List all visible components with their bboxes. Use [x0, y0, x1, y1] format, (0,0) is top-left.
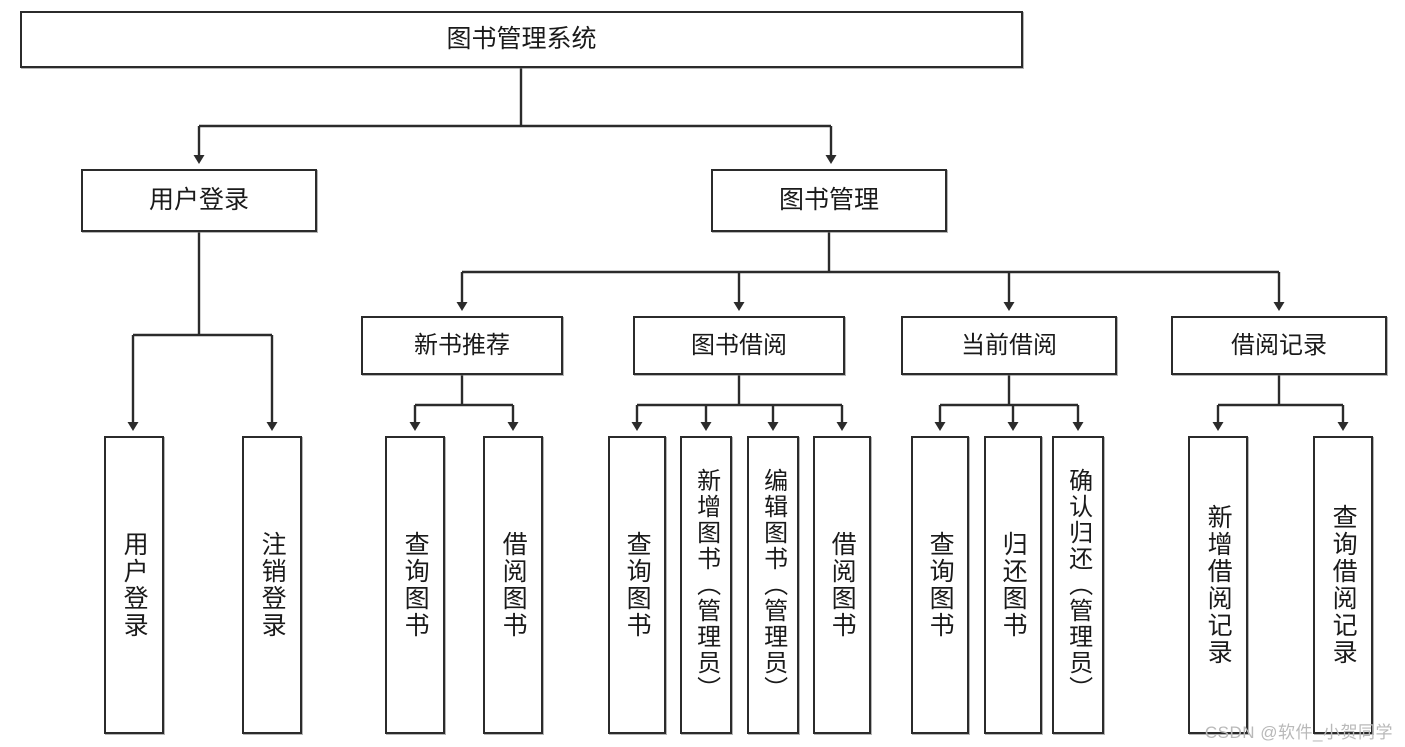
- node-book-borrow[interactable]: 图书借阅: [633, 316, 845, 375]
- node-user-login[interactable]: 用户登录: [81, 169, 317, 232]
- node-leaf-add-record-label: 新增借阅记录: [1204, 504, 1233, 666]
- node-leaf-query-book-new[interactable]: 查询图书: [385, 436, 445, 734]
- node-leaf-return-book-label: 归还图书: [999, 531, 1028, 639]
- node-leaf-logout-label: 注销登录: [258, 531, 287, 639]
- node-book-borrow-label: 图书借阅: [691, 331, 787, 359]
- node-leaf-query-book-current[interactable]: 查询图书: [911, 436, 969, 734]
- node-leaf-borrow-book-new-label: 借阅图书: [499, 531, 528, 639]
- node-leaf-query-record[interactable]: 查询借阅记录: [1313, 436, 1373, 734]
- node-borrow-record-label: 借阅记录: [1231, 331, 1327, 359]
- node-new-book-recommend[interactable]: 新书推荐: [361, 316, 563, 375]
- node-leaf-borrow-book-label: 借阅图书: [828, 531, 857, 639]
- node-leaf-logout[interactable]: 注销登录: [242, 436, 302, 734]
- node-leaf-query-book-new-label: 查询图书: [401, 531, 430, 639]
- node-new-book-recommend-label: 新书推荐: [414, 331, 510, 359]
- node-root[interactable]: 图书管理系统: [20, 11, 1023, 68]
- node-leaf-query-book-current-label: 查询图书: [926, 531, 955, 639]
- node-leaf-edit-book-label: 编辑图书（管理员）: [759, 468, 787, 702]
- node-leaf-query-book-borrow-label: 查询图书: [623, 531, 652, 639]
- node-root-label: 图书管理系统: [446, 25, 597, 54]
- node-leaf-user-login[interactable]: 用户登录: [104, 436, 164, 734]
- node-leaf-return-book[interactable]: 归还图书: [984, 436, 1042, 734]
- node-leaf-add-book-label: 新增图书（管理员）: [692, 468, 720, 702]
- node-current-borrow-label: 当前借阅: [961, 331, 1057, 359]
- node-leaf-confirm-return-label: 确认归还（管理员）: [1064, 468, 1092, 702]
- node-leaf-query-record-label: 查询借阅记录: [1329, 504, 1358, 666]
- csdn-watermark: CSDN @软件_小贺同学: [1204, 723, 1393, 742]
- node-borrow-record[interactable]: 借阅记录: [1171, 316, 1387, 375]
- node-book-manage-label: 图书管理: [778, 186, 879, 215]
- node-leaf-borrow-book[interactable]: 借阅图书: [813, 436, 871, 734]
- node-leaf-confirm-return[interactable]: 确认归还（管理员）: [1052, 436, 1104, 734]
- node-user-login-label: 用户登录: [148, 186, 249, 215]
- node-leaf-edit-book[interactable]: 编辑图书（管理员）: [747, 436, 799, 734]
- node-leaf-query-book-borrow[interactable]: 查询图书: [608, 436, 666, 734]
- node-leaf-user-login-label: 用户登录: [120, 531, 149, 639]
- node-leaf-borrow-book-new[interactable]: 借阅图书: [483, 436, 543, 734]
- node-leaf-add-record[interactable]: 新增借阅记录: [1188, 436, 1248, 734]
- node-current-borrow[interactable]: 当前借阅: [901, 316, 1117, 375]
- node-book-manage[interactable]: 图书管理: [711, 169, 947, 232]
- node-leaf-add-book[interactable]: 新增图书（管理员）: [680, 436, 732, 734]
